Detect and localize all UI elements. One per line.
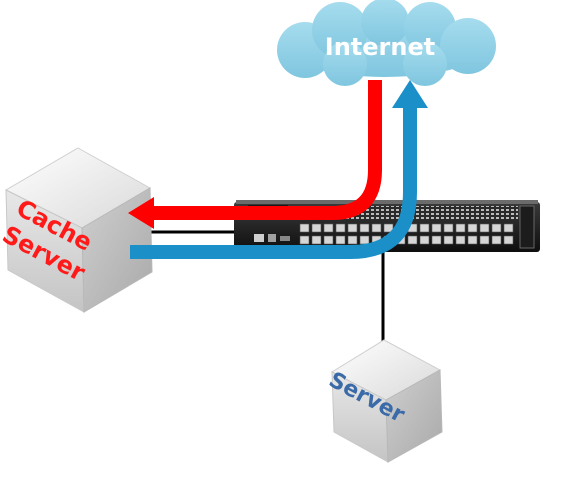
ethernet-port — [503, 223, 514, 233]
internet-cloud: Internet — [277, 0, 496, 86]
ethernet-port — [491, 223, 502, 233]
ethernet-port — [491, 235, 502, 245]
ethernet-port — [419, 235, 430, 245]
ethernet-port — [347, 223, 358, 233]
ethernet-port — [347, 235, 358, 245]
ethernet-port — [503, 235, 514, 245]
ethernet-port — [443, 235, 454, 245]
ethernet-port — [455, 223, 466, 233]
ethernet-port — [479, 235, 490, 245]
ethernet-port — [311, 223, 322, 233]
ethernet-port — [455, 235, 466, 245]
server-cube — [330, 339, 443, 463]
ethernet-port — [467, 235, 478, 245]
ethernet-port — [407, 235, 418, 245]
ethernet-port — [299, 235, 310, 245]
ethernet-port — [311, 235, 322, 245]
ethernet-port — [431, 223, 442, 233]
ethernet-port — [419, 223, 430, 233]
ethernet-port — [335, 235, 346, 245]
ethernet-port — [431, 235, 442, 245]
ethernet-port — [383, 223, 394, 233]
ethernet-port — [371, 223, 382, 233]
cache-server-cube — [4, 147, 153, 313]
ethernet-port — [335, 223, 346, 233]
ethernet-port — [359, 235, 370, 245]
internet-label: Internet — [325, 33, 435, 61]
ethernet-port — [443, 223, 454, 233]
ethernet-port — [359, 223, 370, 233]
ethernet-port — [299, 223, 310, 233]
ethernet-port — [323, 223, 334, 233]
return-flow-arrow — [130, 80, 428, 259]
ethernet-port — [479, 223, 490, 233]
outbound-flow-arrow — [128, 80, 382, 229]
ethernet-port — [467, 223, 478, 233]
ethernet-port — [323, 235, 334, 245]
